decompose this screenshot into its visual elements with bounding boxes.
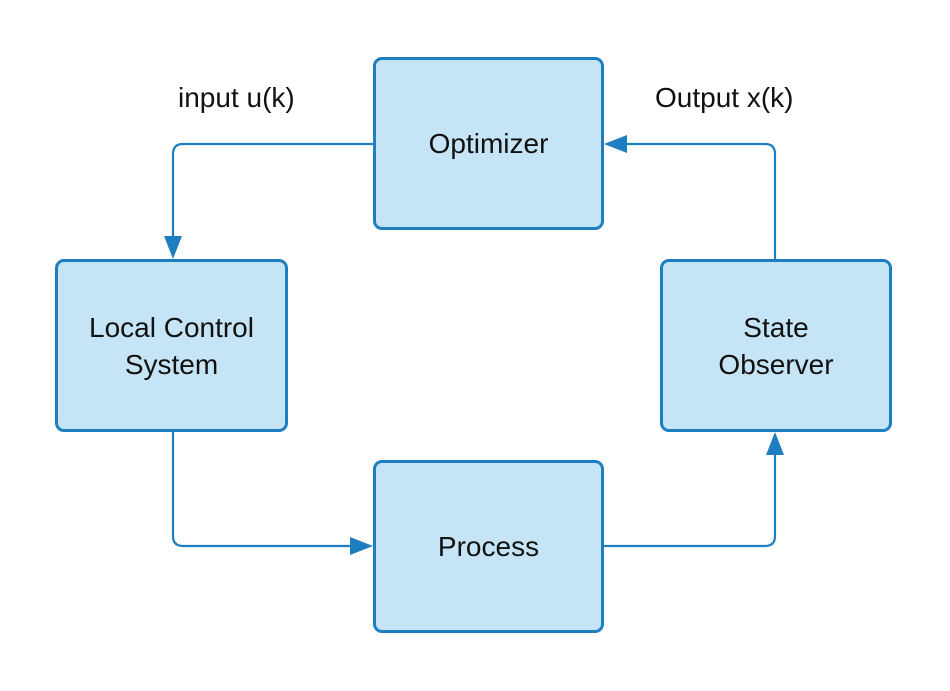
- input-edge-label: input u(k): [178, 82, 295, 113]
- optimizer-node: Optimizer: [373, 57, 604, 230]
- process-label: Process: [437, 531, 540, 562]
- edge-optimizer-to-lcs: [171, 142, 373, 236]
- local-control-system-label-line-1: Local Control: [89, 311, 254, 343]
- local-control-system-node: Local Control System: [55, 259, 288, 432]
- edge-process-to-observer: [604, 455, 777, 548]
- state-observer-label-line-1: State: [743, 311, 809, 343]
- optimizer-label: Optimizer: [428, 128, 549, 159]
- arrowhead-into-observer: [766, 432, 784, 455]
- state-observer-label-line-2: Observer: [718, 348, 834, 380]
- local-control-system-label-line-2: System: [124, 348, 219, 380]
- arrowhead-into-process: [350, 537, 373, 555]
- edge-observer-to-optimizer: [626, 142, 777, 259]
- edge-lcs-to-process: [171, 432, 352, 548]
- process-node: Process: [373, 460, 604, 633]
- output-edge-label: Output x(k): [655, 82, 794, 113]
- arrowhead-into-lcs: [164, 236, 182, 259]
- state-observer-node: State Observer: [660, 259, 892, 432]
- arrowhead-into-optimizer: [604, 135, 627, 153]
